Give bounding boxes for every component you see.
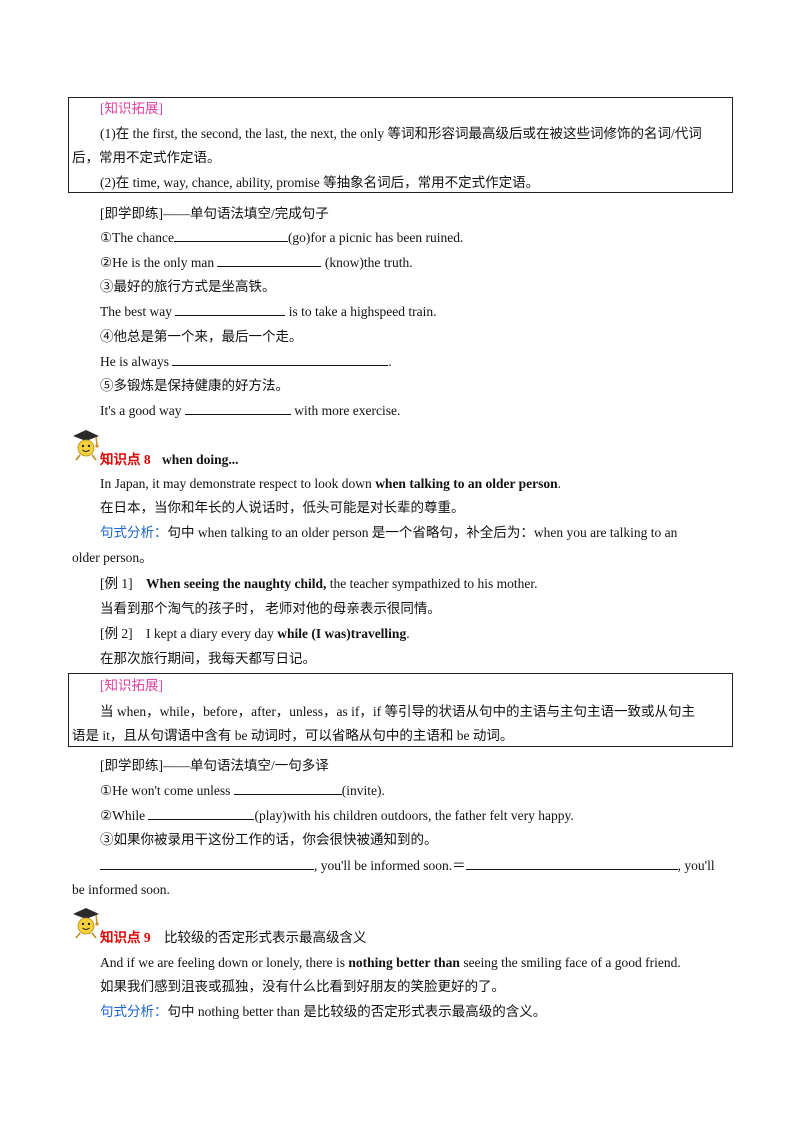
- question-text: The best way: [100, 304, 176, 319]
- sentence-translation: 在日本，当你和年长的人说话时，低头可能是对长辈的尊重。: [100, 500, 465, 515]
- doctor-cap-icon: [73, 430, 99, 461]
- example-1: [例 1] When seeing the naughty child, the…: [100, 574, 537, 594]
- question-text: (invite).: [341, 783, 385, 798]
- answer-blank[interactable]: [173, 229, 288, 242]
- question-4: He is always .: [100, 352, 392, 372]
- example-2: [例 2] I kept a diary every day while (I …: [100, 624, 410, 644]
- practice-header: [即学即练]——单句语法填空/完成句子: [100, 206, 329, 221]
- answer-blank[interactable]: [217, 254, 322, 267]
- question-text: be informed soon.: [72, 882, 170, 897]
- question-3-prompt: ③如果你被录用干这份工作的话，你会很快被通知到的。: [100, 832, 438, 847]
- box-text: (1)在 the first, the second, the last, th…: [100, 126, 702, 141]
- question-text: It's a good way: [100, 403, 185, 418]
- question-text: ①He won't come unless: [100, 783, 234, 798]
- answer-blank[interactable]: [465, 857, 678, 870]
- example-label: [例 1]: [100, 576, 133, 591]
- question-1: ①He won't come unless (invite).: [100, 781, 385, 801]
- doctor-cap-icon: [73, 908, 99, 939]
- sentence-text: In Japan, it may demonstrate respect to …: [100, 476, 376, 491]
- knowledge-point-label: 知识点 8: [100, 452, 151, 467]
- analysis-text: 句中 when talking to an older person 是一个省略…: [167, 525, 678, 540]
- knowledge-point-heading: 知识点 8 when doing...: [100, 450, 239, 470]
- knowledge-extension-box: [68, 97, 733, 193]
- question-3-prompt: ③最好的旅行方式是坐高铁。: [100, 279, 276, 294]
- sentence-text: .: [557, 476, 561, 491]
- sentence-translation: 如果我们感到沮丧或孤独，没有什么比看到好朋友的笑脸更好的了。: [100, 979, 505, 994]
- question-text: (play)with his children outdoors, the fa…: [254, 808, 574, 823]
- box-text: 语是 it，且从句谓语中含有 be 动词时，可以省略从句中的主语和 be 动词。: [72, 728, 514, 743]
- knowledge-point-label: 知识点 9: [100, 930, 151, 945]
- answer-blank[interactable]: [172, 353, 389, 366]
- question-5: It's a good way with more exercise.: [100, 401, 400, 421]
- sentence-highlight: When seeing the naughty child,: [146, 576, 327, 591]
- example-2-translation: 在那次旅行期间，我每天都写日记。: [100, 651, 316, 666]
- question-text: (go)for a picnic has been ruined.: [287, 230, 464, 245]
- answer-blank[interactable]: [184, 402, 291, 415]
- knowledge-point-title: when doing...: [162, 452, 239, 467]
- example-label: [例 2]: [100, 626, 133, 641]
- sentence-text: the teacher sympathized to his mother.: [326, 576, 538, 591]
- knowledge-point-title: 比较级的否定形式表示最高级含义: [164, 930, 367, 945]
- sentence-text: I kept a diary every day: [146, 626, 278, 641]
- question-text: .: [388, 354, 392, 369]
- sentence-highlight: when talking to an older person: [375, 476, 558, 491]
- answer-blank[interactable]: [100, 857, 314, 870]
- box-text: 当 when，while，before，after，unless，as if，i…: [100, 704, 696, 719]
- question-text: ②While: [100, 808, 149, 823]
- box-title: [知识拓展]: [100, 101, 163, 116]
- question-text: , you'll: [677, 858, 715, 873]
- sentence-text: And if we are feeling down or lonely, th…: [100, 955, 349, 970]
- sentence-highlight: while (I was)travelling: [277, 626, 407, 641]
- question-2: ②While (play)with his children outdoors,…: [100, 806, 574, 826]
- analysis-text: older person。: [72, 550, 153, 565]
- knowledge-extension-box: [68, 673, 733, 747]
- analysis-text: 句中 nothing better than 是比较级的否定形式表示最高级的含义…: [167, 1004, 547, 1019]
- box-text: (2)在 time, way, chance, ability, promise…: [100, 175, 540, 190]
- question-3: , you'll be informed soon.＝ , you'll: [100, 856, 715, 876]
- sentence-text: seeing the smiling face of a good friend…: [459, 955, 681, 970]
- question-text: with more exercise.: [290, 403, 401, 418]
- example-sentence: In Japan, it may demonstrate respect to …: [100, 474, 561, 494]
- question-3: The best way is to take a highspeed trai…: [100, 302, 436, 322]
- question-text: is to take a highspeed train.: [285, 304, 437, 319]
- question-2: ②He is the only man (know)the truth.: [100, 253, 413, 273]
- question-1: ①The chance (go)for a picnic has been rui…: [100, 228, 463, 248]
- question-text: ①The chance: [100, 230, 174, 245]
- knowledge-point-heading: 知识点 9 比较级的否定形式表示最高级含义: [100, 928, 367, 948]
- question-5-prompt: ⑤多锻炼是保持健康的好方法。: [100, 378, 289, 393]
- box-title: [知识拓展]: [100, 678, 163, 693]
- question-text: , you'll be informed soon.＝: [314, 858, 466, 873]
- question-4-prompt: ④他总是第一个来，最后一个走。: [100, 329, 303, 344]
- question-text: He is always: [100, 354, 173, 369]
- sentence-analysis: 句式分析：句中 when talking to an older person …: [100, 523, 677, 543]
- sentence-text: .: [406, 626, 410, 641]
- question-text: ②He is the only man: [100, 255, 218, 270]
- answer-blank[interactable]: [233, 782, 342, 795]
- answer-blank[interactable]: [175, 303, 286, 316]
- question-text: (know)the truth.: [321, 255, 413, 270]
- sentence-highlight: nothing better than: [348, 955, 460, 970]
- example-sentence: And if we are feeling down or lonely, th…: [100, 953, 681, 973]
- practice-header: [即学即练]——单句语法填空/一句多译: [100, 758, 329, 773]
- example-1-translation: 当看到那个淘气的孩子时， 老师对他的母亲表示很同情。: [100, 601, 441, 616]
- sentence-analysis: 句式分析：句中 nothing better than 是比较级的否定形式表示最…: [100, 1002, 546, 1022]
- box-text: 后，常用不定式作定语。: [72, 150, 221, 165]
- analysis-label: 句式分析：: [100, 525, 168, 540]
- analysis-label: 句式分析：: [100, 1004, 168, 1019]
- answer-blank[interactable]: [148, 807, 255, 820]
